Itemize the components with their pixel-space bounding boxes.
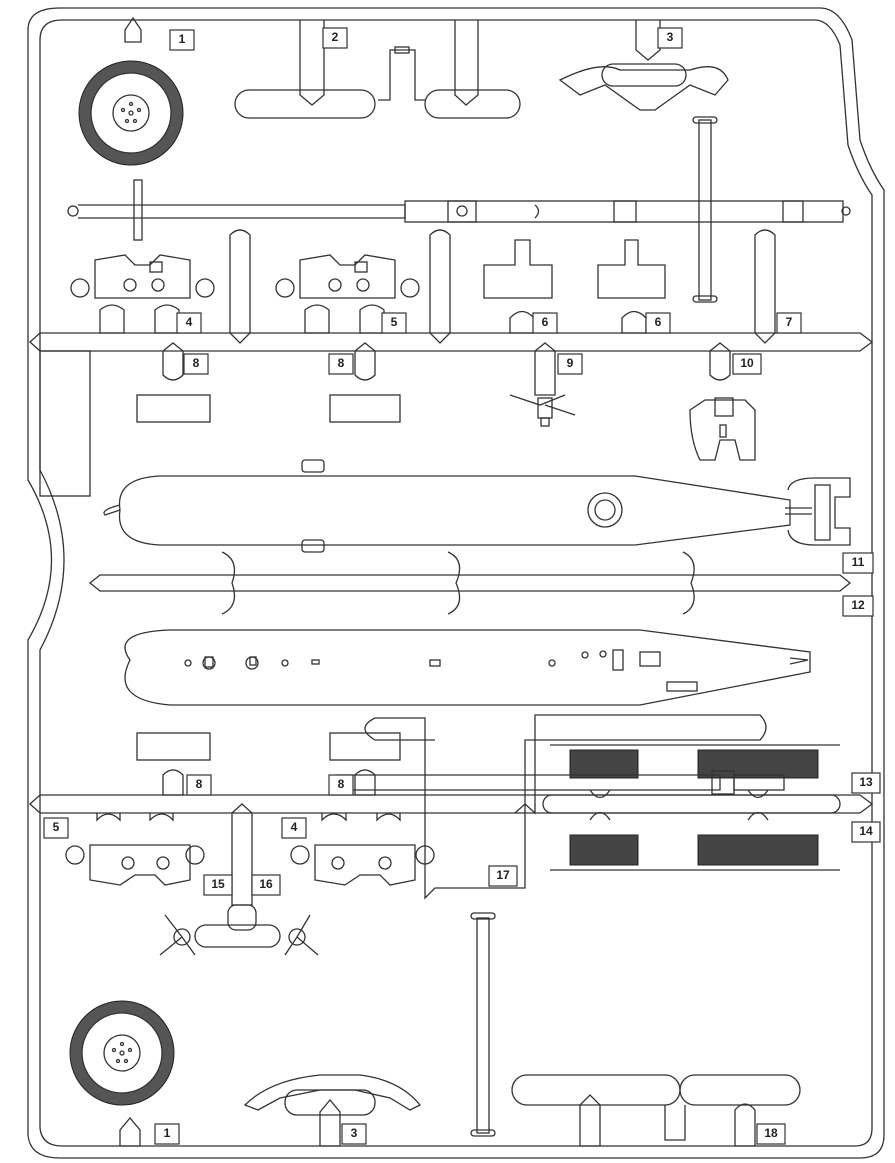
svg-text:16: 16 bbox=[259, 877, 273, 891]
gate bbox=[124, 16, 142, 43]
gate-bar bbox=[429, 229, 451, 344]
gate-bar bbox=[754, 229, 776, 344]
part-label-2: 2 bbox=[322, 27, 348, 49]
runner-upper bbox=[29, 332, 874, 352]
runner-middle bbox=[88, 551, 852, 615]
gate bbox=[119, 1116, 141, 1147]
svg-text:5: 5 bbox=[53, 820, 60, 834]
part-label-4: 4 bbox=[281, 817, 307, 839]
svg-text:2: 2 bbox=[332, 30, 339, 44]
part-label-7: 7 bbox=[776, 312, 802, 334]
part-3-bottom bbox=[243, 1074, 422, 1147]
part-label-13: 13 bbox=[851, 772, 881, 794]
sprue-frame bbox=[27, 7, 885, 1159]
gate bbox=[354, 342, 376, 381]
part-label-8: 8 bbox=[183, 353, 209, 375]
part-label-1: 1 bbox=[154, 1123, 180, 1145]
svg-text:6: 6 bbox=[655, 315, 662, 329]
svg-text:8: 8 bbox=[338, 777, 345, 791]
part-label-8: 8 bbox=[328, 353, 354, 375]
bracket-part-5 bbox=[275, 254, 420, 334]
part-18-handle bbox=[511, 1074, 801, 1147]
part-label-8: 8 bbox=[328, 774, 354, 796]
part-label-9: 9 bbox=[557, 353, 583, 375]
svg-text:6: 6 bbox=[542, 315, 549, 329]
svg-text:12: 12 bbox=[851, 598, 865, 612]
runner-right-bars bbox=[542, 789, 841, 821]
grille-parts bbox=[550, 744, 840, 871]
gate bbox=[354, 769, 376, 796]
part-label-8: 8 bbox=[186, 774, 212, 796]
svg-text:3: 3 bbox=[351, 1126, 358, 1140]
hull-lower bbox=[124, 629, 811, 706]
svg-text:17: 17 bbox=[496, 868, 510, 882]
svg-text:4: 4 bbox=[291, 820, 298, 834]
svg-text:9: 9 bbox=[567, 356, 574, 370]
gate bbox=[162, 769, 184, 796]
svg-text:7: 7 bbox=[786, 315, 793, 329]
part-label-14: 14 bbox=[851, 821, 881, 843]
tire-icon bbox=[78, 60, 184, 166]
part-label-16: 16 bbox=[251, 874, 281, 896]
hull-upper bbox=[103, 459, 851, 553]
bracket-part-5-lower bbox=[65, 813, 205, 886]
runner-lower bbox=[29, 794, 874, 814]
part-label-3: 3 bbox=[657, 27, 683, 49]
bracket-part-4-lower bbox=[290, 813, 435, 886]
part-label-18: 18 bbox=[756, 1123, 786, 1145]
part-label-12: 12 bbox=[842, 595, 874, 617]
part-3-top bbox=[558, 20, 729, 111]
svg-text:11: 11 bbox=[852, 555, 865, 569]
part-6-plates bbox=[483, 239, 666, 334]
svg-text:1: 1 bbox=[164, 1126, 171, 1140]
plate bbox=[136, 394, 211, 423]
svg-text:18: 18 bbox=[764, 1126, 778, 1140]
part-label-11: 11 bbox=[842, 552, 874, 574]
plate bbox=[136, 732, 211, 761]
plate bbox=[329, 732, 401, 761]
part-10-cab bbox=[689, 397, 756, 461]
part-9-tripod bbox=[509, 394, 576, 427]
svg-text:15: 15 bbox=[211, 877, 225, 891]
axle-top bbox=[67, 116, 851, 303]
gate bbox=[162, 342, 184, 381]
part-label-17: 17 bbox=[488, 865, 518, 887]
svg-text:8: 8 bbox=[196, 777, 203, 791]
part-label-6: 6 bbox=[532, 312, 558, 334]
part-2-handle bbox=[234, 20, 521, 119]
part-label-5: 5 bbox=[381, 312, 407, 334]
svg-text:1: 1 bbox=[179, 32, 186, 46]
svg-text:5: 5 bbox=[391, 315, 398, 329]
svg-text:8: 8 bbox=[193, 356, 200, 370]
part-label-1: 1 bbox=[169, 29, 195, 51]
svg-text:4: 4 bbox=[186, 315, 193, 329]
plate bbox=[329, 394, 401, 423]
part-label-10: 10 bbox=[732, 353, 762, 375]
gate bbox=[709, 342, 731, 381]
svg-text:3: 3 bbox=[667, 30, 674, 44]
left-sprue-bar bbox=[39, 350, 91, 497]
part-label-15: 15 bbox=[203, 874, 233, 896]
svg-text:10: 10 bbox=[740, 356, 754, 370]
svg-text:8: 8 bbox=[338, 356, 345, 370]
part-label-6: 6 bbox=[645, 312, 671, 334]
part-label-4: 4 bbox=[176, 312, 202, 334]
gate bbox=[534, 342, 556, 396]
tire-icon bbox=[69, 1000, 175, 1106]
part-label-5: 5 bbox=[43, 817, 69, 839]
svg-text:13: 13 bbox=[859, 775, 873, 789]
part-label-3: 3 bbox=[341, 1123, 367, 1145]
gate-bar bbox=[229, 229, 251, 344]
svg-text:14: 14 bbox=[859, 824, 873, 838]
